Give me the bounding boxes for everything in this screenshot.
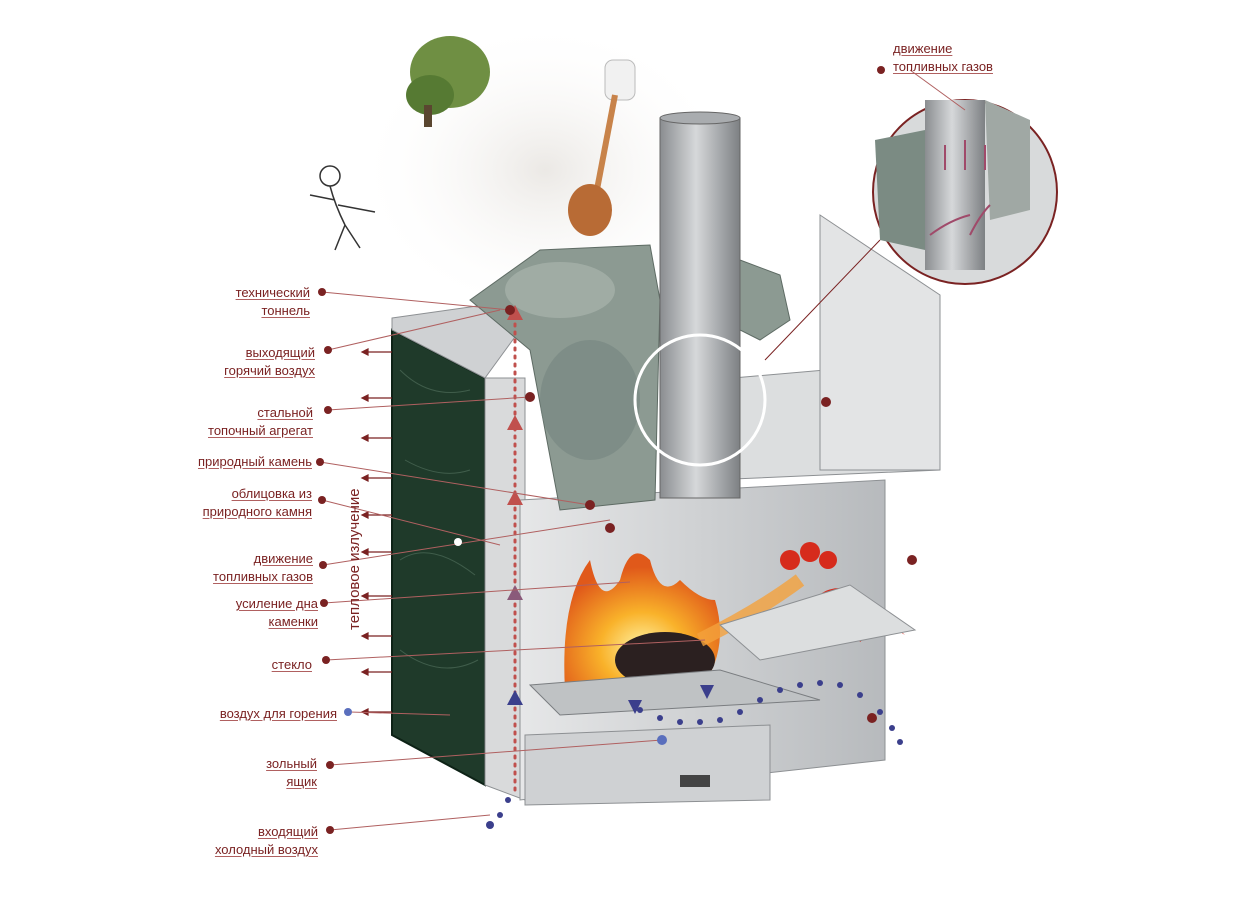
ash-box xyxy=(524,724,771,806)
thermal-radiation-label: тепловое излучение xyxy=(346,488,363,630)
label-glass: стекло xyxy=(271,657,312,672)
hot-air-path xyxy=(507,305,523,792)
zoom-highlight-circle xyxy=(633,333,767,467)
chimney-pipe xyxy=(659,117,741,499)
leader-lines xyxy=(319,69,966,831)
label-combustion-air: воздух для горения xyxy=(219,706,337,721)
zoom-inset xyxy=(872,99,1058,285)
stone-cladding-panel xyxy=(392,330,485,785)
combustion-air-dot xyxy=(344,708,352,716)
birch-broom-icon xyxy=(406,36,490,127)
leader-dots xyxy=(316,66,917,834)
grate xyxy=(528,669,821,716)
cold-air-path xyxy=(486,680,903,829)
thermal-radiation-arrows xyxy=(360,348,392,716)
steel-body-side xyxy=(484,377,526,801)
label-natural-stone: природный камень xyxy=(197,454,312,469)
bathing-man-icon xyxy=(309,165,376,251)
